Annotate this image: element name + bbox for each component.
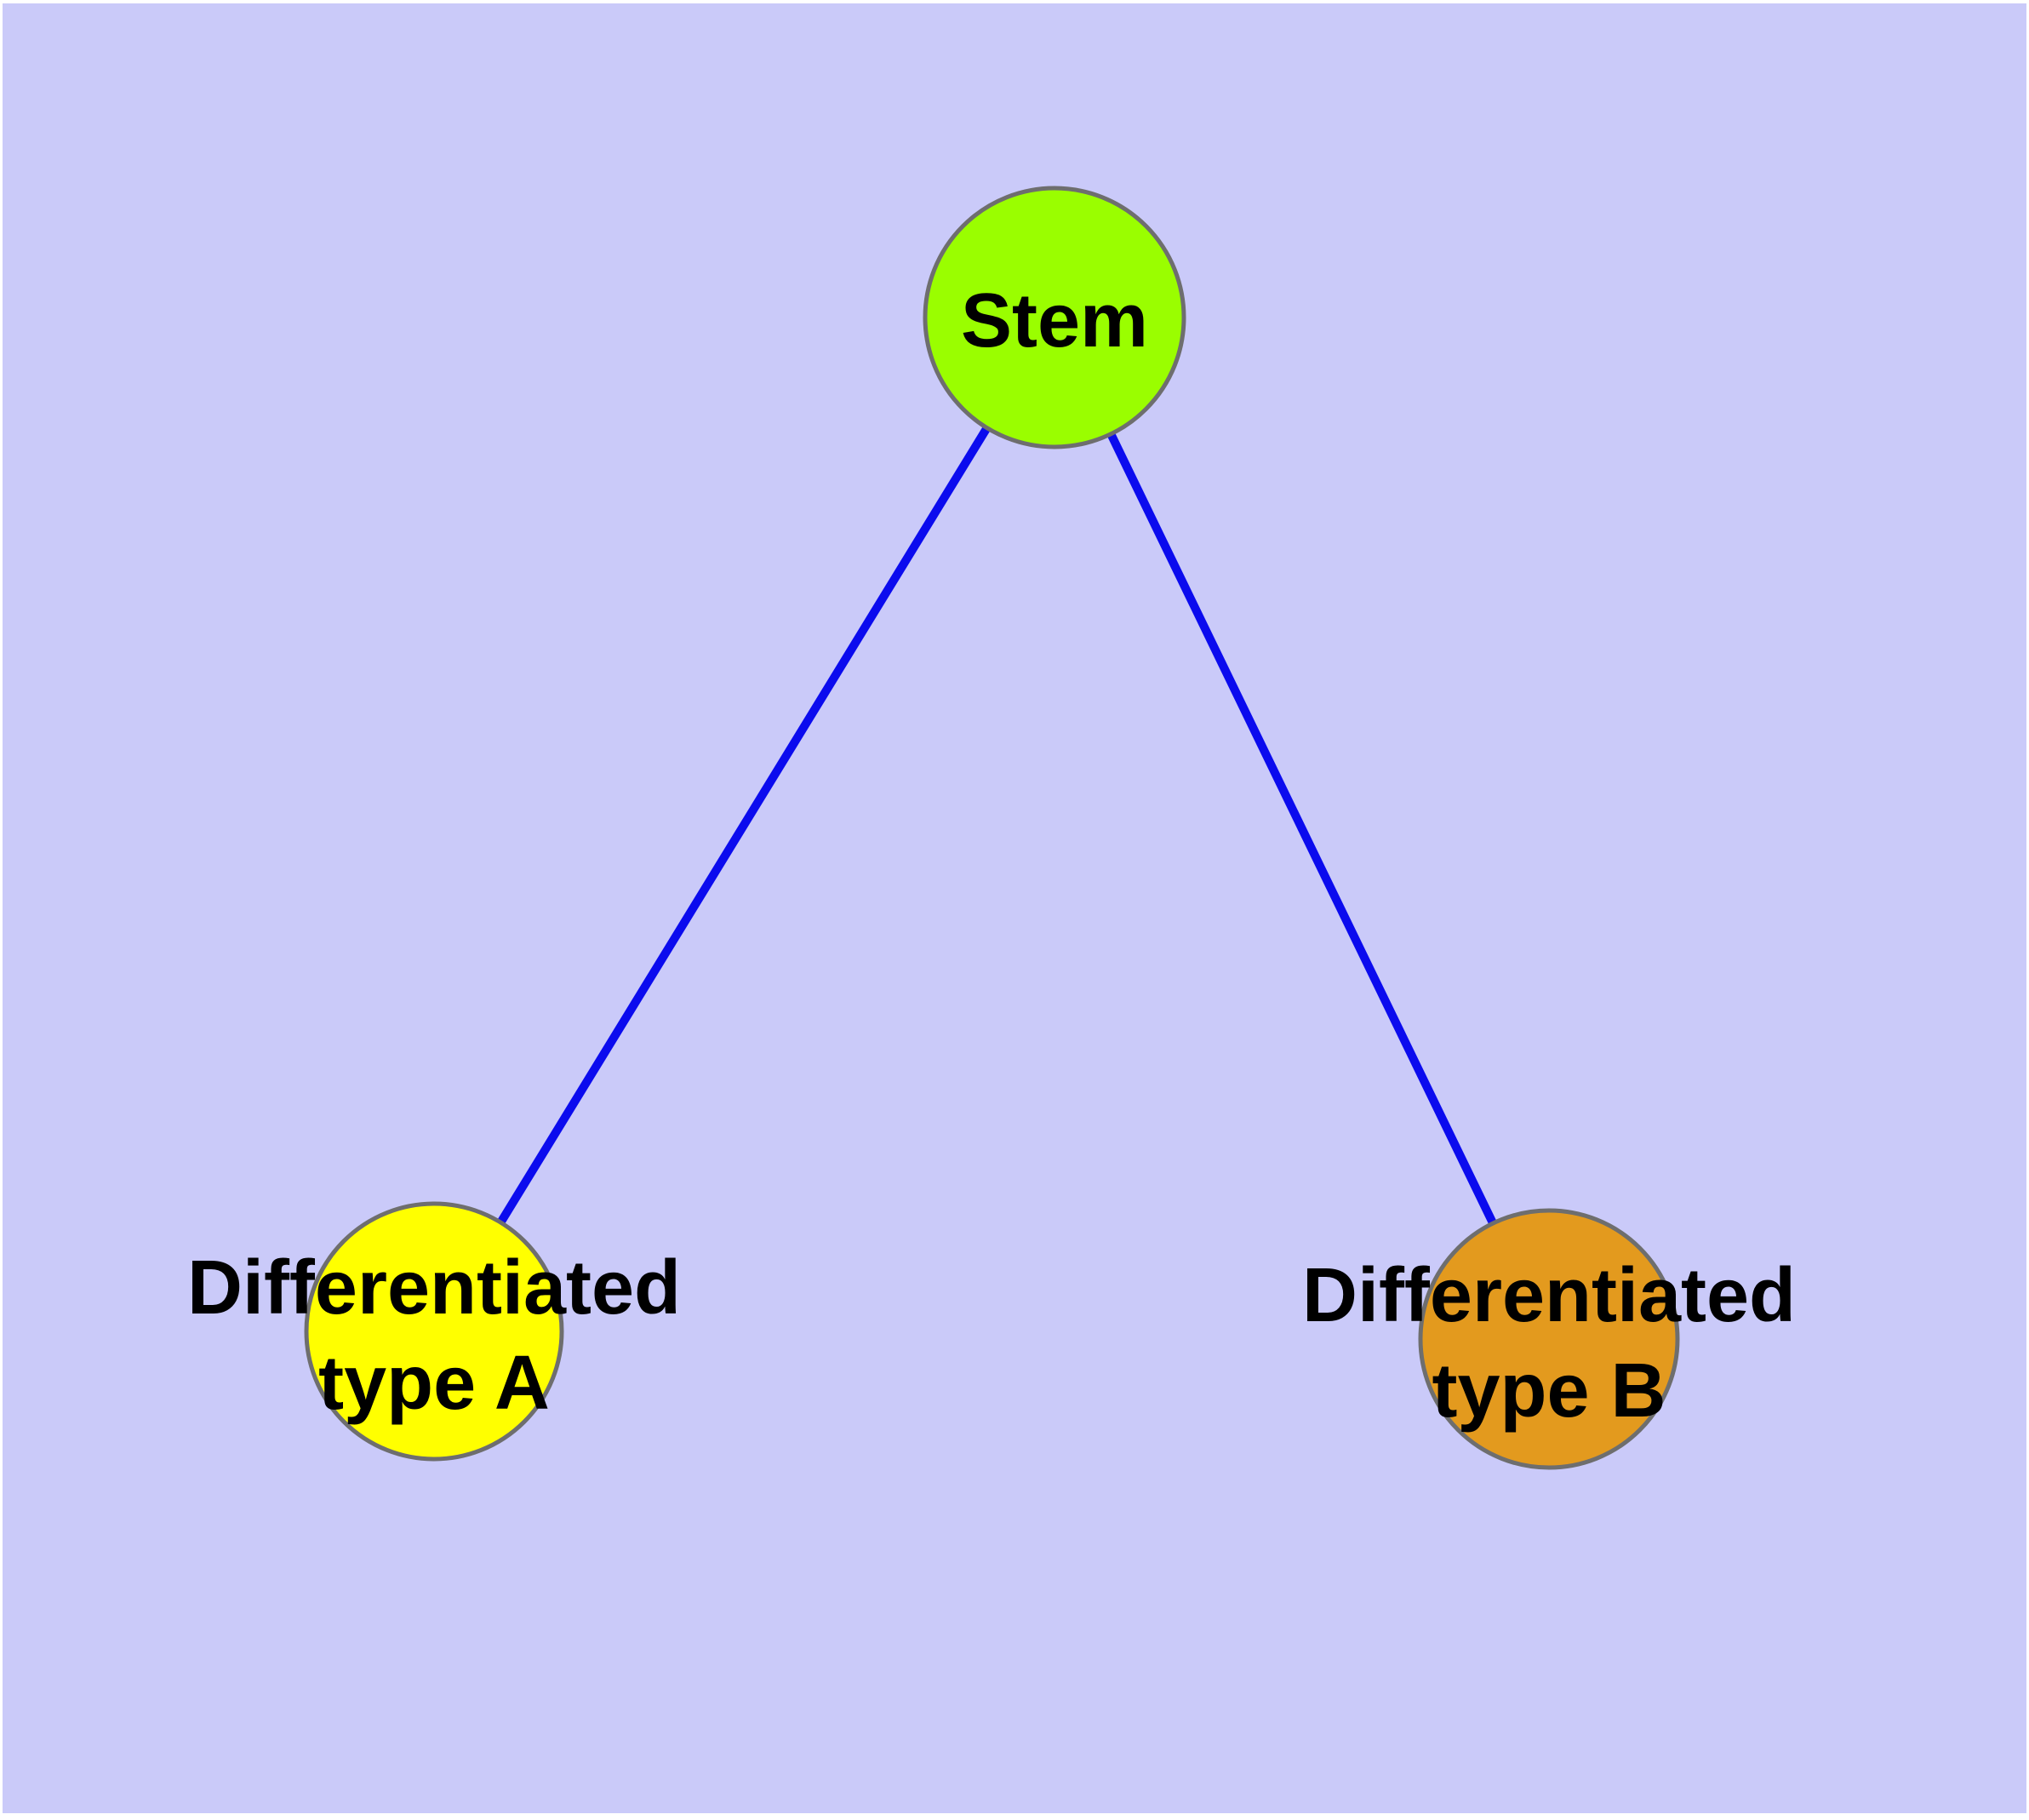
node-stem-label-line-1: Stem	[961, 278, 1148, 363]
node-stem-label: Stem	[961, 278, 1148, 363]
node-differentiated-type-a-label-line-1: Differentiated	[187, 1245, 681, 1331]
edge-stem-to-differentiated-type-b	[1050, 315, 1553, 1342]
node-differentiated-type-a-label: Differentiated type A	[187, 1245, 681, 1426]
edge-stem-to-differentiated-type-a	[430, 315, 1059, 1334]
node-differentiated-type-a-circle	[304, 1201, 564, 1462]
node-stem-circle	[923, 186, 1186, 449]
edges-layer	[430, 315, 1553, 1342]
node-differentiated-type-b-label: Differentiated type B	[1302, 1253, 1796, 1434]
node-differentiated-type-b-label-line-2: type B	[1432, 1348, 1666, 1434]
node-differentiated-type-a-label-line-2: type A	[318, 1341, 550, 1426]
node-differentiated-type-b-circle	[1418, 1208, 1680, 1470]
node-differentiated-type-b-label-line-1: Differentiated	[1302, 1253, 1796, 1338]
nodes-layer	[304, 186, 1680, 1470]
